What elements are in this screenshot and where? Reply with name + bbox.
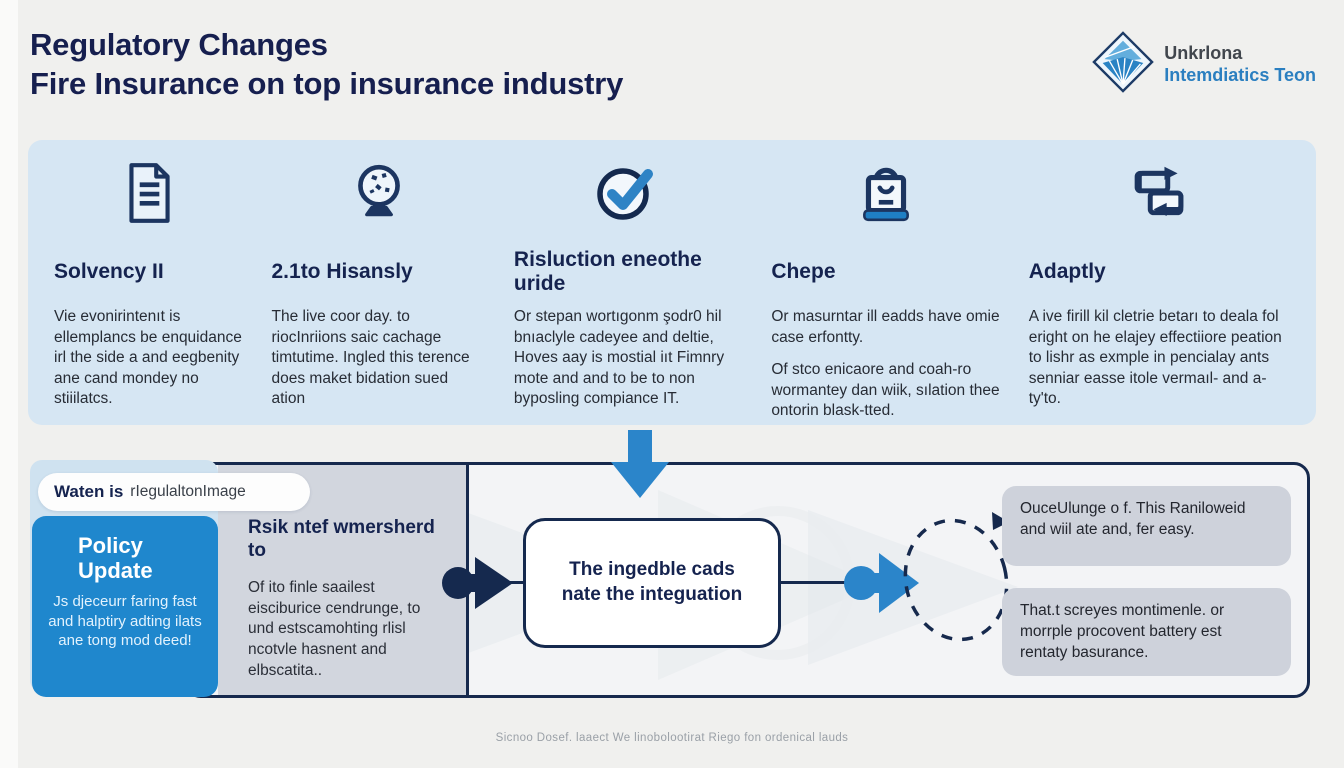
page-title-line2: Fire Insurance on top insurance industry [30, 65, 624, 101]
pillar-title: Solvency II [54, 260, 164, 284]
flow-header-rest: rIegulaltonImage [130, 483, 246, 500]
policy-title: Policy Update [78, 533, 153, 584]
pillar-body: Or stepan wortıgonm şodr0 hil bnıaclyle … [513, 308, 725, 408]
pillar-title: Risluction eneothe uride [513, 248, 702, 295]
company-logo: Unkrlona Intemdiatics Teon [1092, 30, 1316, 99]
diamond-logo-icon [1092, 30, 1155, 99]
pillar-hisansly: 2.1to Hisansly The live coor day. to rio… [272, 158, 486, 425]
document-icon [54, 158, 244, 244]
risk-body: Of ito finle saailest eisciburice cendru… [248, 578, 421, 680]
pillar-body-2: Of stco enicaore and coah-ro wormantey d… [771, 361, 1000, 420]
logo-name: Unkrlona [1164, 43, 1243, 63]
flow-header-bold: Waten is [54, 482, 124, 501]
left-margin-strip [0, 0, 18, 768]
pillar-body: Vie evonirintenıt is ellemplancs be enqu… [54, 308, 242, 408]
pillar-adaptly: Adaptly A ive firill kil cletrie betarı … [1029, 158, 1290, 425]
risk-title: Rsik ntef wmersherd to [248, 517, 435, 561]
central-process-box: The ingedble cads nate the integuation [523, 518, 781, 648]
page-title: Regulatory Changes Fire Insurance on top… [30, 26, 623, 104]
crystal-ball-icon [272, 158, 486, 244]
pillar-body: The live coor day. to riocInriions saic … [271, 308, 470, 408]
logo-text: Unkrlona Intemdiatics Teon [1164, 43, 1316, 86]
policy-body: Js djeceurr faring fast and halptiry adt… [48, 593, 202, 650]
check-circle-icon [514, 158, 743, 244]
outcome-box-2: That.t screyes montimenle. or morrple pr… [1002, 588, 1291, 676]
pillar-title: 2.1to Hisansly [271, 260, 413, 284]
footer-caption: Sicnoo Dosef. laaect We linobolootirat R… [495, 732, 849, 744]
policy-update-card: Policy Update Js djeceurr faring fast an… [32, 516, 218, 697]
down-arrow-blue-icon [611, 430, 669, 498]
regulations-band: Solvency II Vie evonirintenıt is ellempl… [28, 140, 1316, 425]
logo-tagline: Intemdiatics Teon [1164, 65, 1316, 85]
page-title-line1: Regulatory Changes [30, 27, 328, 62]
connector-line-right [780, 581, 854, 584]
flow-header-pill: Waten is rIegulaltonImage [38, 473, 310, 511]
pillar-solvency: Solvency II Vie evonirintenıt is ellempl… [54, 158, 244, 425]
pillar-risluction: Risluction eneothe uride Or stepan wortı… [514, 158, 743, 425]
outcome-box-1: OuceUlunge o f. This Raniloweid and wiil… [1002, 486, 1291, 566]
pillar-body: Or masurntar ill eadds have omie case er… [771, 308, 1000, 346]
pillar-chepe: Chepe Or masurntar ill eadds have omie c… [771, 158, 1000, 425]
sync-documents-icon [1029, 158, 1290, 244]
lock-icon [771, 158, 1000, 244]
pillar-title: Adaptly [1028, 260, 1106, 284]
right-arrow-blue-icon [844, 553, 919, 613]
pillar-title: Chepe [771, 260, 836, 284]
right-arrow-navy-icon [442, 557, 513, 609]
dashed-branch-lines [903, 512, 1009, 642]
pillar-body: A ive firill kil cletrie betarı to deala… [1028, 308, 1282, 408]
